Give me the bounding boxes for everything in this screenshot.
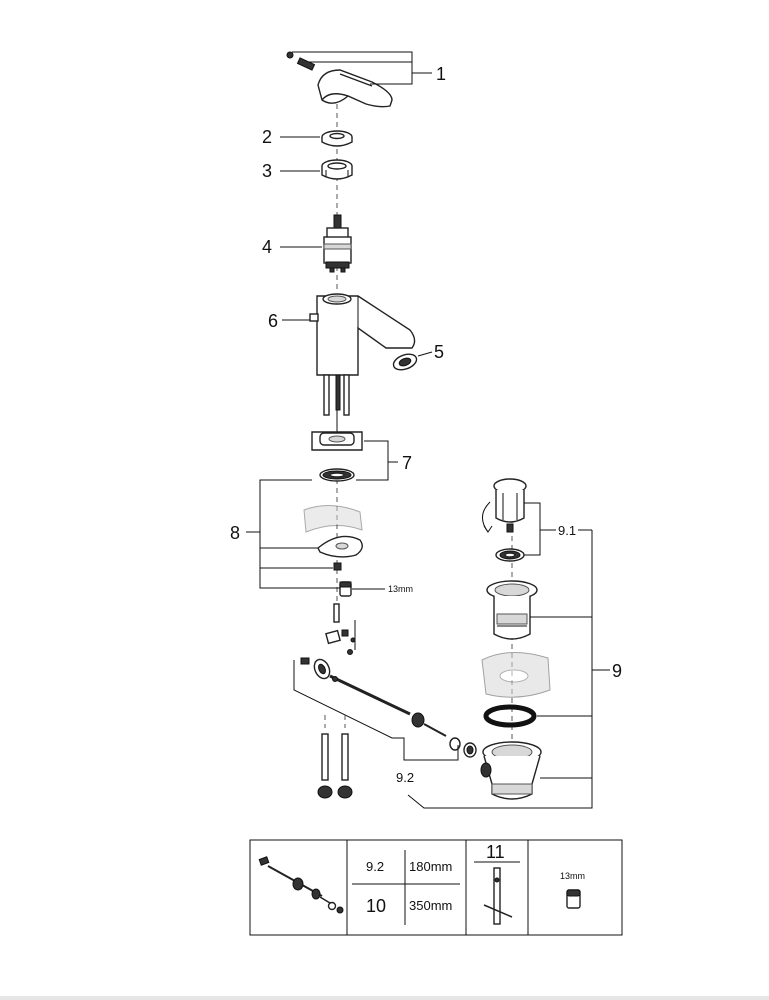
callout-8: 8	[230, 523, 240, 543]
drain-seal-ring-part	[483, 704, 537, 728]
drain-body-part	[480, 741, 542, 800]
wrench-size-label: 13mm	[388, 584, 413, 594]
fixing-nut-small	[333, 562, 342, 571]
callout-9: 9	[612, 661, 622, 681]
callout-9-2-bracket	[293, 660, 459, 761]
table-row2-length: 350mm	[409, 898, 452, 913]
callout-5: 5	[434, 342, 444, 362]
cover-ring-part	[321, 130, 353, 147]
spare-parts-table	[249, 839, 623, 936]
callout-8-bracket	[259, 479, 340, 589]
callout-3: 3	[262, 161, 272, 181]
callout-1-line-c	[370, 73, 413, 85]
table-row2-id: 10	[366, 896, 386, 916]
nut-13mm-thumbnail	[566, 889, 581, 909]
horseshoe-washer-part	[317, 535, 363, 558]
stopper-seal-part	[495, 548, 525, 562]
cartridge-part	[323, 214, 352, 273]
callout-6: 6	[268, 311, 278, 331]
base-plate-part	[311, 431, 363, 451]
supply-studs-part	[317, 715, 353, 799]
page-bottom-bar	[0, 996, 769, 1000]
linkage-clip	[313, 658, 331, 680]
callout-9-bracket	[407, 530, 593, 809]
table-wrench-label: 13mm	[560, 871, 585, 881]
callout-5-line	[417, 351, 433, 357]
basin-section	[481, 651, 551, 698]
threaded-nut-part	[321, 159, 353, 180]
callout-9-1: 9.1	[558, 523, 576, 538]
grub-screw-part	[286, 51, 316, 71]
lever-handle-part	[317, 69, 393, 108]
aerator-part	[392, 353, 418, 371]
table-row1-id: 9.2	[366, 859, 384, 874]
countertop-section	[303, 505, 363, 533]
callout-9-2: 9.2	[396, 770, 414, 785]
pop-up-rod-thumbnail	[258, 856, 344, 914]
callout-4: 4	[262, 237, 272, 257]
callout-1: 1	[436, 64, 446, 84]
drain-stopper-part	[482, 478, 527, 533]
base-gasket-part	[319, 468, 355, 482]
table-row1-length: 180mm	[409, 859, 452, 874]
tool-11-label: 11	[486, 842, 505, 862]
callout-9-1-bracket	[524, 502, 541, 556]
cartridge-tool-thumbnail	[483, 867, 513, 925]
drain-flange-part	[486, 580, 538, 640]
callout-2: 2	[262, 127, 272, 147]
fixing-nut-13mm	[339, 581, 352, 597]
faucet-body-part	[309, 293, 416, 432]
callout-7-bracket	[356, 440, 389, 481]
callout-7: 7	[402, 453, 412, 473]
pop-up-linkage-part	[300, 603, 477, 758]
